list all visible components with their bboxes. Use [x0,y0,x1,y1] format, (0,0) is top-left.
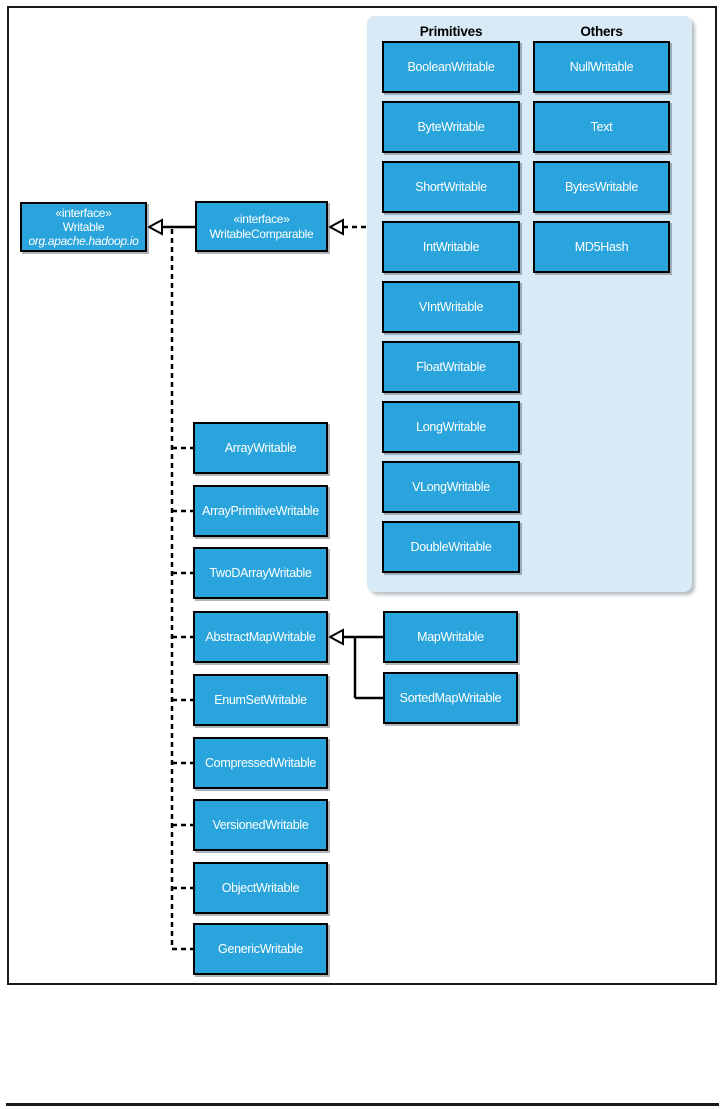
writablecomparable-name: WritableComparable [209,226,314,241]
class-label: ShortWritable [415,180,487,194]
class-label: NullWritable [569,60,634,74]
class-label: ObjectWritable [221,881,300,895]
class-label: MD5Hash [574,240,629,254]
writablecomparable-stereotype: «interface» [233,212,290,227]
class-label: CompressedWritable [204,756,317,770]
class-box-intwritable: IntWritable [382,221,520,273]
class-box-byteswritable: BytesWritable [533,161,670,213]
writable-name: Writable [62,219,105,234]
class-box-vlongwritable: VLongWritable [382,461,520,513]
class-box-booleanwritable: BooleanWritable [382,41,520,93]
class-box-floatwritable: FloatWritable [382,341,520,393]
class-label: AbstractMapWritable [205,630,316,644]
class-label: VIntWritable [418,300,484,314]
class-box-abstractmapwritable: AbstractMapWritable [193,611,328,663]
class-box-arrayprimitivewritable: ArrayPrimitiveWritable [193,485,328,537]
class-box-doublewritable: DoubleWritable [382,521,520,573]
class-box-genericwritable: GenericWritable [193,923,328,975]
class-label: ArrayWritable [224,441,297,455]
class-box-twodarraywritable: TwoDArrayWritable [193,547,328,599]
class-label: BooleanWritable [407,60,495,74]
page-bottom-rule [6,1103,719,1106]
others-column-header: Others [580,24,623,39]
class-box-md5hash: MD5Hash [533,221,670,273]
class-box-vintwritable: VIntWritable [382,281,520,333]
primitives-column-header: Primitives [419,24,483,39]
class-box-nullwritable: NullWritable [533,41,670,93]
class-box-shortwritable: ShortWritable [382,161,520,213]
class-box-bytewritable: ByteWritable [382,101,520,153]
writable-stereotype: «interface» [55,205,112,220]
figure-border [7,6,717,985]
class-label: SortedMapWritable [399,691,502,705]
class-label: MapWritable [417,630,484,644]
class-label: VLongWritable [412,480,490,494]
class-label: Text [590,120,613,134]
class-label: IntWritable [422,240,480,254]
class-label: DoubleWritable [410,540,492,554]
class-label: EnumSetWritable [214,693,307,707]
class-box-mapwritable: MapWritable [383,611,518,663]
class-box-compressedwritable: CompressedWritable [193,737,328,789]
class-box-text: Text [533,101,670,153]
class-box-objectwritable: ObjectWritable [193,862,328,914]
class-label: ArrayPrimitiveWritable [202,504,319,518]
class-label: GenericWritable [218,942,303,956]
class-label: FloatWritable [416,360,486,374]
class-label: LongWritable [416,420,486,434]
class-label: VersionedWritable [212,818,309,832]
class-label: TwoDArrayWritable [209,566,312,580]
class-box-arraywritable: ArrayWritable [193,422,328,474]
class-box-longwritable: LongWritable [382,401,520,453]
writable-package: org.apache.hadoop.io [28,234,139,249]
class-box-enumsetwritable: EnumSetWritable [193,674,328,726]
class-label: BytesWritable [565,180,638,194]
class-label: ByteWritable [417,120,485,134]
class-box-sortedmapwritable: SortedMapWritable [383,672,518,724]
class-box-writablecomparable: «interface» WritableComparable [195,201,328,252]
class-box-writable: «interface» Writable org.apache.hadoop.i… [20,202,147,252]
class-box-versionedwritable: VersionedWritable [193,799,328,851]
